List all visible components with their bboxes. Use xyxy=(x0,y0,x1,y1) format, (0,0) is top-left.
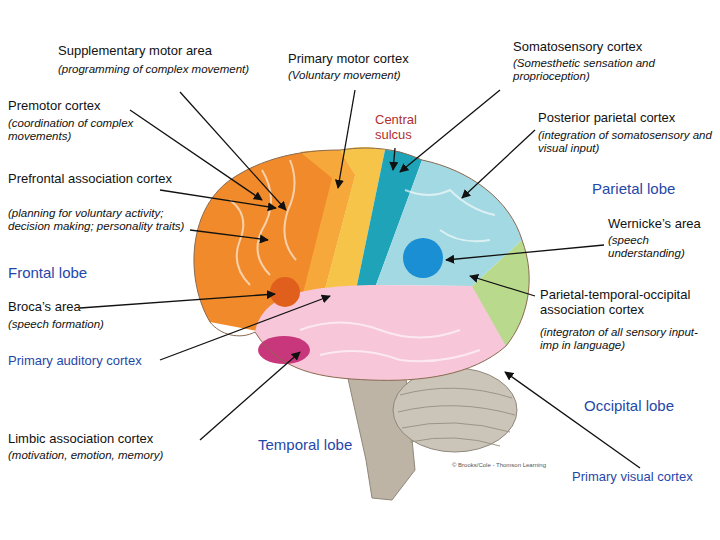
region-label: Premotor cortex xyxy=(8,99,178,114)
region-label: Primary motor cortex xyxy=(288,52,458,67)
lobe-label: Frontal lobe xyxy=(8,264,138,281)
region-label: Wernicke’s area xyxy=(608,217,718,232)
region-label: Broca’s area xyxy=(8,300,138,315)
lobe-label: Temporal lobe xyxy=(258,436,388,453)
region-label: Limbic association cortex xyxy=(8,432,208,447)
function-note: (integraton of all sensory input- imp in… xyxy=(540,326,710,352)
region-label: Prefrontal association cortex xyxy=(8,172,178,187)
region-label: Primary auditory cortex xyxy=(8,354,198,369)
region-label: Supplementary motor area xyxy=(58,44,278,59)
function-note: (integration of somatosensory and visual… xyxy=(538,129,716,155)
function-note: (speech formation) xyxy=(8,318,138,331)
region-label: Primary visual cortex xyxy=(572,470,718,485)
function-note: (motivation, emotion, memory) xyxy=(8,449,208,462)
region-label: Parietal-temporal-occipital association … xyxy=(540,288,720,318)
function-note: (programming of complex movement) xyxy=(58,63,288,76)
sulcus-label: Central sulcus xyxy=(375,113,445,143)
copyright-note: © Brooks/Cole - Thomson Learning xyxy=(452,462,602,469)
function-note: (coordination of complex movements) xyxy=(8,117,158,143)
region-label: Posterior parietal cortex xyxy=(538,111,718,126)
function-note: (Voluntary movement) xyxy=(288,69,458,82)
function-note: (Somesthetic sensation and proprioceptio… xyxy=(513,57,693,83)
function-note: (planning for voluntary activity; decisi… xyxy=(8,207,188,233)
lobe-label: Parietal lobe xyxy=(592,180,717,197)
function-note: (speech understanding) xyxy=(608,234,708,260)
lobe-label: Occipital lobe xyxy=(584,397,704,414)
region-label: Somatosensory cortex xyxy=(513,40,708,55)
cerebellum xyxy=(393,368,517,452)
